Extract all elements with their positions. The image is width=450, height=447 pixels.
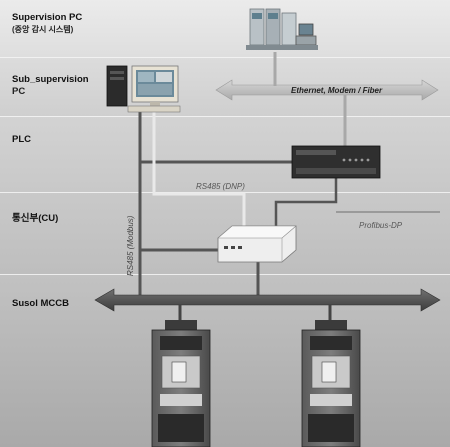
rs485-modbus-label: RS485 (Modbus) <box>126 215 135 276</box>
layer-title: Susol MCCB <box>12 298 69 309</box>
layer-label-subsupervision: Sub_supervision PC <box>12 74 89 98</box>
layer-label-cu: 통신부(CU) <box>12 213 58 225</box>
ethernet-arrow <box>215 79 439 101</box>
sub-supervision-pc-icon <box>106 65 181 113</box>
layer-divider <box>0 274 450 275</box>
dnp-line <box>152 112 246 226</box>
layer-subtitle: (중앙 감시 시스템) <box>12 25 74 34</box>
layer-subtitle: PC <box>12 86 26 97</box>
mccb-left-icon <box>151 320 211 447</box>
layer-label-supervision: Supervision PC (중앙 감시 시스템) <box>12 12 82 36</box>
profibus-label: Profibus-DP <box>359 221 403 230</box>
communication-unit-icon <box>217 225 297 263</box>
rs485-dnp-label: RS485 (DNP) <box>196 182 245 191</box>
layer-band-supervision <box>0 0 450 57</box>
layer-title: PLC <box>12 134 31 145</box>
layer-divider <box>0 57 450 58</box>
layer-label-plc: PLC <box>12 134 31 146</box>
supervision-pc-icon <box>246 8 318 50</box>
mccb-bus-arrow <box>94 288 441 312</box>
layer-title: 통신부(CU) <box>12 213 59 224</box>
layer-title: Sub_supervision <box>12 74 89 85</box>
layer-title: Supervision PC <box>12 12 83 23</box>
layer-label-mccb: Susol MCCB <box>12 298 69 310</box>
mccb-right-icon <box>301 320 361 447</box>
ethernet-label: Ethernet, Modem / Fiber <box>291 86 383 95</box>
plc-unit-icon <box>291 145 381 179</box>
plc-cu-line <box>274 178 338 226</box>
layer-divider <box>0 116 450 117</box>
